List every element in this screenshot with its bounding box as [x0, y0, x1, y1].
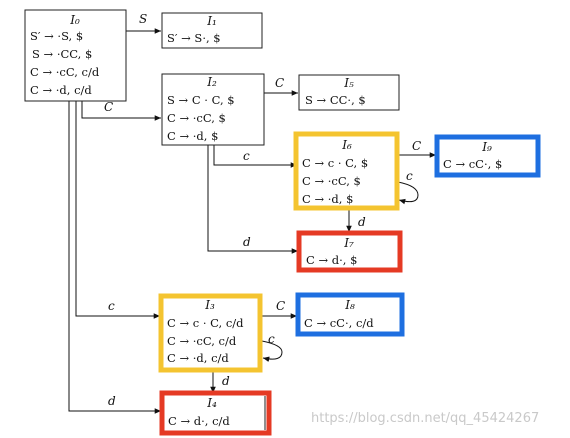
- state-I0-item-4: C → ·d, c/d: [30, 83, 92, 97]
- state-I5-title: I₅: [343, 76, 354, 90]
- edge-I6-loop: [397, 181, 419, 205]
- label-I3-I8: C: [276, 299, 285, 313]
- state-I7: I₇ C → d·, $: [296, 230, 403, 273]
- state-I2: I₂ S → C · C, $ C → ·cC, $ C → ·d, $: [161, 73, 265, 146]
- state-I0-item-1: S′ → ·S, $: [30, 29, 83, 43]
- state-I4: I₄ C → d·, c/d: [159, 390, 272, 436]
- label-I0-I1: S: [139, 12, 147, 26]
- state-I7-title: I₇: [343, 236, 354, 250]
- state-I6-title: I₆: [341, 138, 352, 152]
- state-I1-item-1: S′ → S·, $: [167, 31, 221, 45]
- edge-I0-I4: [68, 101, 161, 414]
- state-I9-title: I₉: [481, 140, 492, 154]
- watermark: https://blog.csdn.net/qq_45424267: [311, 411, 539, 426]
- state-I4-item-1: C → d·, c/d: [168, 414, 230, 428]
- edge-I3-loop: [261, 340, 283, 363]
- state-I3: I₃ C → c · C, c/d C → ·cC, c/d C → ·d, c…: [158, 293, 263, 373]
- label-I2-I7: d: [243, 235, 251, 249]
- state-I9: I₉ C → cC·, $: [434, 134, 541, 178]
- label-I3-loop: c: [268, 332, 275, 346]
- state-I8: I₈ C → cC·, c/d: [295, 292, 405, 337]
- state-I3-item-3: C → ·d, c/d: [167, 351, 229, 365]
- state-I5-item-1: S → CC·, $: [305, 93, 366, 107]
- state-I6-item-3: C → ·d, $: [302, 192, 353, 206]
- state-I2-title: I₂: [206, 75, 217, 89]
- state-I3-title: I₃: [204, 298, 215, 312]
- label-I0-I3: c: [108, 299, 115, 313]
- state-I5: I₅ S → CC·, $: [298, 74, 400, 111]
- state-I3-item-1: C → c · C, c/d: [167, 316, 244, 330]
- state-I1-title: I₁: [206, 14, 217, 28]
- state-I2-item-2: C → ·cC, $: [167, 111, 226, 125]
- state-I6: I₆ C → c · C, $ C → ·cC, $ C → ·d, $: [293, 131, 400, 211]
- state-I0-title: I₀: [69, 13, 80, 27]
- state-I4-title: I₄: [206, 396, 217, 410]
- label-I3-I4: d: [222, 374, 230, 388]
- state-I0-item-3: C → ·cC, c/d: [30, 65, 100, 79]
- state-I0: I₀ S′ → ·S, $ S → ·CC, $ C → ·cC, c/d C …: [24, 9, 127, 102]
- label-I0-I4: d: [108, 394, 116, 408]
- state-I2-item-1: S → C · C, $: [167, 93, 235, 107]
- label-I6-I9: C: [412, 139, 421, 153]
- edge-labels: S C C c C c d d c C c d d: [104, 12, 421, 408]
- state-I7-item-1: C → d·, $: [306, 253, 357, 267]
- label-I6-I7: d: [358, 215, 366, 229]
- state-I8-title: I₈: [344, 298, 355, 312]
- label-I6-loop: c: [406, 169, 413, 183]
- edges: [68, 28, 436, 414]
- edge-I0-I3: [75, 101, 160, 319]
- state-I3-item-2: C → ·cC, c/d: [167, 334, 237, 348]
- label-I0-I2: C: [104, 100, 113, 114]
- state-I2-item-3: C → ·d, $: [167, 129, 218, 143]
- state-I1: I₁ S′ → S·, $: [161, 12, 263, 49]
- edge-I0-I2: [81, 101, 161, 121]
- state-I8-item-1: C → cC·, c/d: [304, 316, 374, 330]
- state-I9-item-1: C → cC·, $: [443, 157, 502, 171]
- state-I0-item-2: S → ·CC, $: [32, 47, 92, 61]
- edge-I2-I7: [207, 145, 298, 254]
- edge-I2-I6: [213, 145, 297, 168]
- label-I2-I6: c: [243, 149, 250, 163]
- label-I2-I5: C: [275, 76, 284, 90]
- state-I6-item-1: C → c · C, $: [302, 156, 368, 170]
- state-I6-item-2: C → ·cC, $: [302, 174, 361, 188]
